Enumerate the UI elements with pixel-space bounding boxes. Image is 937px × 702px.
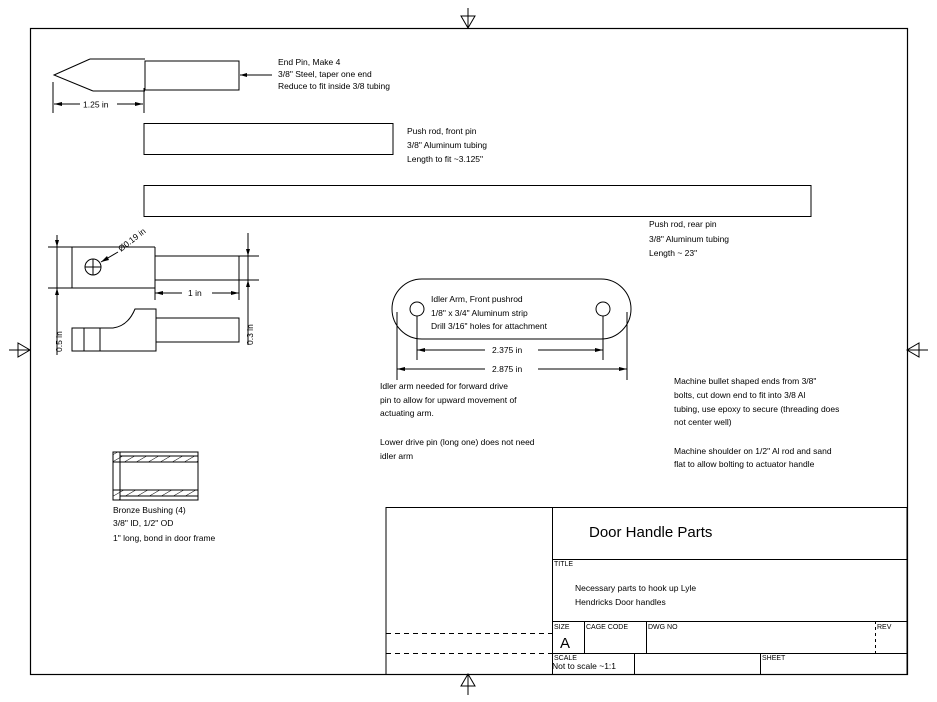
svg-text:Machine bullet shaped ends fro: Machine bullet shaped ends from 3/8" <box>674 376 816 386</box>
svg-text:3/8" Steel, taper one end: 3/8" Steel, taper one end <box>278 69 372 79</box>
bronze-bushing-drawing <box>112 451 199 501</box>
svg-text:Idler Arm, Front pushrod: Idler Arm, Front pushrod <box>431 294 523 304</box>
dwg-no-label: DWG NO <box>648 624 678 631</box>
svg-text:Drill 3/16" holes for attachme: Drill 3/16" holes for attachment <box>431 321 548 331</box>
push-rod-rear-drawing <box>143 185 812 217</box>
svg-text:1" long, bond in door frame: 1" long, bond in door frame <box>113 533 216 543</box>
svg-text:3/8" Aluminum tubing: 3/8" Aluminum tubing <box>649 234 729 244</box>
svg-text:Reduce to fit inside 3/8 tubin: Reduce to fit inside 3/8 tubing <box>278 81 390 91</box>
svg-text:not center well): not center well) <box>674 417 732 427</box>
svg-text:flat to allow bolting to actua: flat to allow bolting to actuator handle <box>674 459 815 469</box>
end-pin-dimension: 1.25 in <box>83 100 109 110</box>
svg-text:3/8" Aluminum tubing: 3/8" Aluminum tubing <box>407 140 487 150</box>
hole-icon <box>595 301 611 317</box>
svg-text:actuating arm.: actuating arm. <box>380 408 434 418</box>
svg-text:Length to fit ~3.125": Length to fit ~3.125" <box>407 154 483 164</box>
idler-arm-note: Idler arm needed for forward drive pin t… <box>380 381 535 461</box>
cage-code-label: CAGE CODE <box>586 624 628 631</box>
scale-value: Not to scale ~1:1 <box>552 661 616 671</box>
centering-mark-top <box>460 8 476 29</box>
idler-arm-drawing <box>391 278 632 380</box>
push-rod-rear-label: Push rod, rear pin 3/8" Aluminum tubing … <box>649 219 729 258</box>
svg-text:Lower drive pin (long one) doe: Lower drive pin (long one) does not need <box>380 437 535 447</box>
push-rod-front-drawing <box>143 123 394 155</box>
centering-mark-right <box>906 342 928 358</box>
end-pin-drawing <box>52 58 272 113</box>
bronze-bushing-label: Bronze Bushing (4) 3/8" ID, 1/2" OD 1" l… <box>113 505 216 543</box>
description-line-2: Hendricks Door handles <box>575 597 666 607</box>
hole-icon <box>409 301 425 317</box>
idler-arm-label: Idler Arm, Front pushrod 1/8" x 3/4" Alu… <box>431 294 548 331</box>
svg-text:bolts, cut down end to fit int: bolts, cut down end to fit into 3/8 Al <box>674 390 805 400</box>
centering-mark-left <box>9 342 31 358</box>
length-dimension: 1 in <box>188 288 202 298</box>
size-value: A <box>560 635 570 652</box>
drawing-title: Door Handle Parts <box>589 524 712 541</box>
overall-length-dimension: 2.875 in <box>492 364 523 374</box>
end-pin-label: End Pin, Make 4 3/8" Steel, taper one en… <box>278 57 390 91</box>
svg-text:pin to allow for upward moveme: pin to allow for upward movement of <box>380 395 517 405</box>
svg-text:Idler arm needed for forward d: Idler arm needed for forward drive <box>380 381 508 391</box>
sheet-label: SHEET <box>762 655 786 662</box>
title-label: TITLE <box>554 561 573 568</box>
svg-text:1/8" x 3/4" Aluminum strip: 1/8" x 3/4" Aluminum strip <box>431 308 528 318</box>
svg-text:Length ~ 23": Length ~ 23" <box>649 248 697 258</box>
shoulder-dimension: 0.3 in <box>245 324 255 345</box>
svg-text:Push rod, front pin: Push rod, front pin <box>407 126 477 136</box>
scale-label: SCALE <box>554 655 577 662</box>
svg-text:idler arm: idler arm <box>380 451 413 461</box>
hole-spacing-dimension: 2.375 in <box>492 345 523 355</box>
svg-text:Machine shoulder on 1/2" Al ro: Machine shoulder on 1/2" Al rod and sand <box>674 446 832 456</box>
svg-text:tubing, use epoxy to secure (t: tubing, use epoxy to secure (threading d… <box>674 404 839 414</box>
machining-note: Machine bullet shaped ends from 3/8" bol… <box>674 376 839 469</box>
actuator-shoulder-side-view <box>71 308 240 352</box>
title-block <box>385 507 908 675</box>
centering-mark-bottom <box>460 673 476 695</box>
svg-text:Push rod, rear pin: Push rod, rear pin <box>649 219 717 229</box>
svg-text:3/8" ID, 1/2" OD: 3/8" ID, 1/2" OD <box>113 518 173 528</box>
rev-label: REV <box>877 624 892 631</box>
hole-diameter-dimension: Ø0.19 in <box>116 226 148 254</box>
description-line-1: Necessary parts to hook up Lyle <box>575 583 696 593</box>
svg-text:Bronze Bushing (4): Bronze Bushing (4) <box>113 505 186 515</box>
height-dimension: 0.5 in <box>54 331 64 352</box>
push-rod-front-label: Push rod, front pin 3/8" Aluminum tubing… <box>407 126 487 164</box>
actuator-shoulder-top-view <box>48 233 259 355</box>
size-label: SIZE <box>554 624 570 631</box>
svg-text:End Pin, Make 4: End Pin, Make 4 <box>278 57 341 67</box>
